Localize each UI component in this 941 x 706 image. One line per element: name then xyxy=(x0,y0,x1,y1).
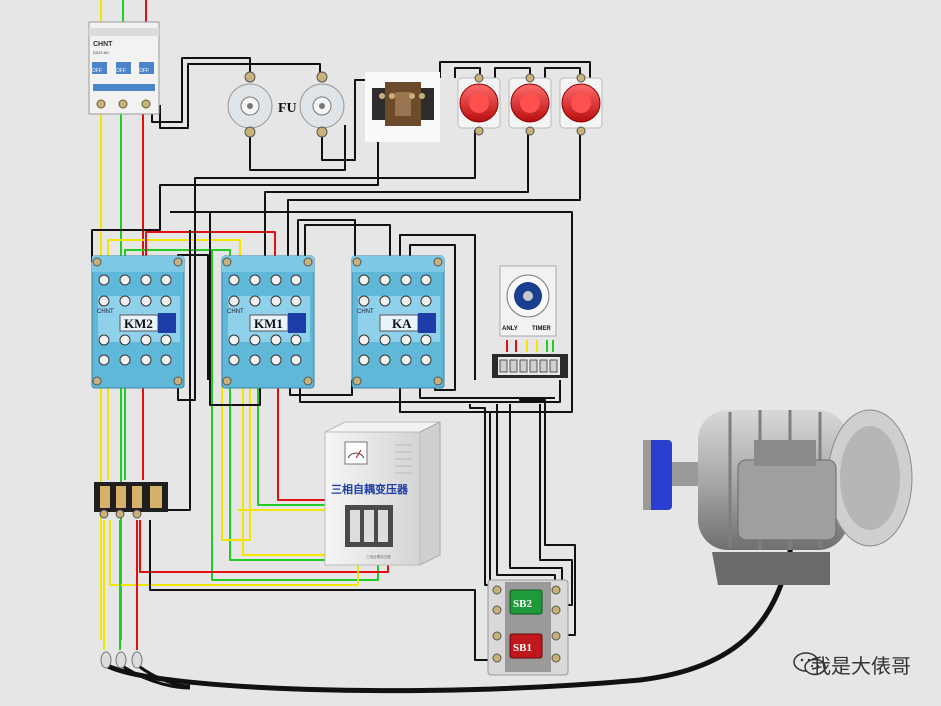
motor-terminals xyxy=(100,651,143,669)
contactor-km1: CHNT KM1 xyxy=(221,255,315,389)
fuse-label: FU xyxy=(278,101,297,116)
ka-brand: CHNT xyxy=(357,309,374,315)
control-transformer xyxy=(365,72,440,142)
timer-type: TIMER xyxy=(532,326,551,332)
thermal-relay xyxy=(94,482,168,519)
sb1-button[interactable]: SB1 xyxy=(509,633,543,659)
autotransformer-plate: 三相自耦变压器 xyxy=(366,554,391,559)
km1-brand: CHNT xyxy=(227,309,244,315)
motor xyxy=(643,409,913,585)
km2-label: KM2 xyxy=(124,316,153,331)
fuse-left xyxy=(227,71,273,138)
ka-label: KA xyxy=(392,316,412,331)
wire-y1 xyxy=(107,239,241,262)
km1-label: KM1 xyxy=(254,316,283,331)
autotransformer: 三相自耦变压器 三相自耦变压器 xyxy=(324,421,441,566)
relay-ka: CHNT KA xyxy=(351,255,445,389)
wire-y4 xyxy=(221,265,251,541)
sb1-label: SB1 xyxy=(513,642,532,654)
km2-brand: CHNT xyxy=(97,309,114,315)
watermark-text: 我是大俵哥 xyxy=(811,654,911,678)
breaker-brand: CHNT xyxy=(93,41,113,48)
fuse-right xyxy=(299,71,345,138)
timer-brand: ANLY xyxy=(502,326,518,332)
autotransformer-label: 三相自耦变压器 xyxy=(331,482,409,496)
breaker-off-3: OFF xyxy=(139,68,149,74)
sb2-label: SB2 xyxy=(513,598,532,610)
wire-y3 xyxy=(109,520,359,586)
contactor-km2: CHNT KM2 xyxy=(91,255,185,389)
breaker-off-2: OFF xyxy=(116,68,126,74)
indicator-lamp-1 xyxy=(457,73,501,136)
breaker-off-1: OFF xyxy=(92,68,102,74)
breaker-model: DZ47-60 xyxy=(93,50,109,55)
motor-cable xyxy=(104,539,795,694)
timer-relay: ANLY TIMER xyxy=(492,265,568,378)
indicator-lamp-2 xyxy=(508,73,552,136)
sb2-button[interactable]: SB2 xyxy=(509,589,543,615)
indicator-lamp-3 xyxy=(559,73,603,136)
circuit-breaker: OFF OFF OFF CHNT DZ47-60 xyxy=(88,21,160,115)
